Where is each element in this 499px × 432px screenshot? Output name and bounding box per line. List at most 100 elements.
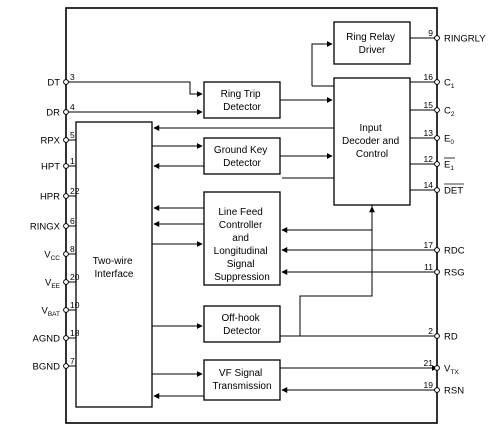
- pin-name: VCC: [44, 250, 60, 263]
- pin-number: 4: [70, 102, 75, 112]
- pin-number: 14: [424, 180, 434, 190]
- pin-name: HPR: [40, 192, 60, 203]
- pin-name: DT: [47, 78, 60, 89]
- pin-number: 11: [424, 262, 433, 272]
- pin-terminal: [434, 161, 440, 167]
- pin-name: C2: [444, 106, 455, 119]
- pin-name: RINGX: [30, 222, 61, 233]
- ground-key-detector-label: Ground Key Detector: [214, 145, 270, 169]
- line-feed-block: [203, 191, 281, 286]
- pin-terminal: [434, 135, 440, 141]
- vf-signal-label: VF Signal Transmission: [212, 368, 271, 392]
- pin-number: 1: [70, 156, 75, 166]
- pin-terminal: [63, 137, 69, 143]
- pin-name: RINGRLY: [444, 34, 486, 45]
- pin-name: VBAT: [41, 306, 60, 319]
- pin-terminal: [63, 193, 69, 199]
- pin-terminal: [63, 335, 69, 341]
- pin-name: E0: [444, 134, 454, 147]
- pin-terminal: [63, 223, 69, 229]
- vf-signal-block: [203, 359, 281, 401]
- pin-terminal: [63, 363, 69, 369]
- ring-relay-driver-block: [333, 21, 411, 65]
- pin-terminal: [434, 35, 440, 41]
- pin-number: 5: [70, 130, 75, 140]
- pin-number: 15: [424, 100, 434, 110]
- pin-name: AGND: [33, 334, 61, 345]
- pin-number: 13: [424, 128, 434, 138]
- pin-number: 8: [70, 244, 75, 254]
- pin-terminal: [434, 365, 440, 371]
- pin-terminal: [434, 247, 440, 253]
- pin-name: DR: [46, 108, 60, 119]
- pin-terminal: [434, 107, 440, 113]
- pin-name: RSN: [444, 386, 464, 397]
- internal-connections: [66, 37, 438, 399]
- two-wire-interface-block: [75, 121, 153, 408]
- pin-number: 21: [424, 358, 434, 368]
- pin-name: BGND: [33, 362, 61, 373]
- pin-number: 19: [424, 380, 434, 390]
- pin-terminal: [434, 333, 440, 339]
- pin-terminal: [63, 109, 69, 115]
- pin-terminal: [63, 307, 69, 313]
- pin-number: 2: [428, 326, 433, 336]
- ring-trip-detector-label: Ring Trip Detector: [221, 89, 264, 113]
- pin-terminal: [63, 279, 69, 285]
- chip-boundary: [65, 7, 438, 424]
- pin-terminal: [434, 387, 440, 393]
- pin-number: 22: [70, 186, 80, 196]
- left-pin-dr: 4DR: [46, 102, 75, 119]
- pin-number: 6: [70, 216, 75, 226]
- pin-name: RD: [444, 332, 458, 343]
- off-hook-detector-label: Off-hook Detector: [222, 313, 263, 337]
- pin-name: VTX: [444, 364, 459, 377]
- pin-number: 20: [70, 272, 80, 282]
- left-pin-dt: 3DT: [47, 72, 75, 89]
- pin-number: 3: [70, 72, 75, 82]
- pin-name: VEE: [45, 278, 61, 291]
- pin-name: RPX: [40, 136, 60, 147]
- pin-terminal: [434, 269, 440, 275]
- ground-key-detector-block: [203, 137, 281, 175]
- pin-number: 18: [70, 328, 80, 338]
- pin-number: 10: [70, 300, 80, 310]
- ring-relay-driver-label: Ring Relay Driver: [346, 32, 398, 56]
- input-decoder-label: Input Decoder and Control: [342, 123, 402, 160]
- pin-terminal: [63, 79, 69, 85]
- pin-terminal: [434, 187, 440, 193]
- pin-number: 7: [70, 356, 75, 366]
- off-hook-detector-block: [203, 305, 281, 343]
- pin-name: DET: [444, 186, 463, 197]
- pin-number: 12: [424, 154, 434, 164]
- pin-terminal: [63, 163, 69, 169]
- pin-name: RSG: [444, 268, 465, 279]
- line-feed-label: Line Feed Controller and Longitudinal Si…: [214, 207, 271, 283]
- two-wire-interface-label: Two-wire Interface: [93, 256, 136, 280]
- pin-number: 16: [424, 72, 434, 82]
- pin-number: 9: [428, 28, 433, 38]
- pin-terminal: [434, 79, 440, 85]
